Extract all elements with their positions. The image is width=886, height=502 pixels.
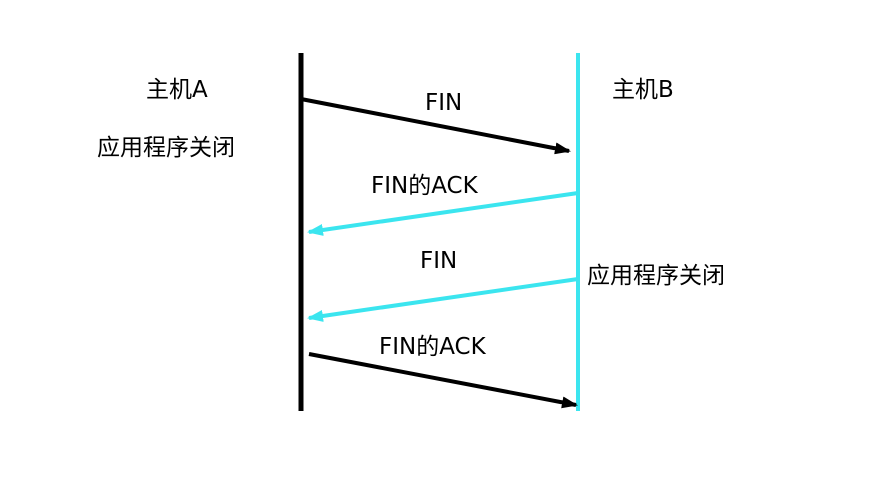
message-arrow-3 (307, 277, 579, 322)
message-arrow-4 (308, 352, 578, 409)
message-label-4: FIN的ACK (379, 334, 487, 360)
host-a-app-close-note: 应用程序关闭 (97, 135, 235, 161)
message-label-3: FIN (420, 248, 457, 274)
message-label-2: FIN的ACK (371, 173, 479, 199)
message-arrow-1 (300, 97, 571, 155)
host-b-label: 主机B (612, 77, 674, 103)
message-arrow-2 (307, 191, 579, 236)
host-a-label: 主机A (146, 77, 208, 103)
host-b-app-close-note: 应用程序关闭 (587, 263, 725, 289)
message-label-1: FIN (425, 90, 462, 116)
